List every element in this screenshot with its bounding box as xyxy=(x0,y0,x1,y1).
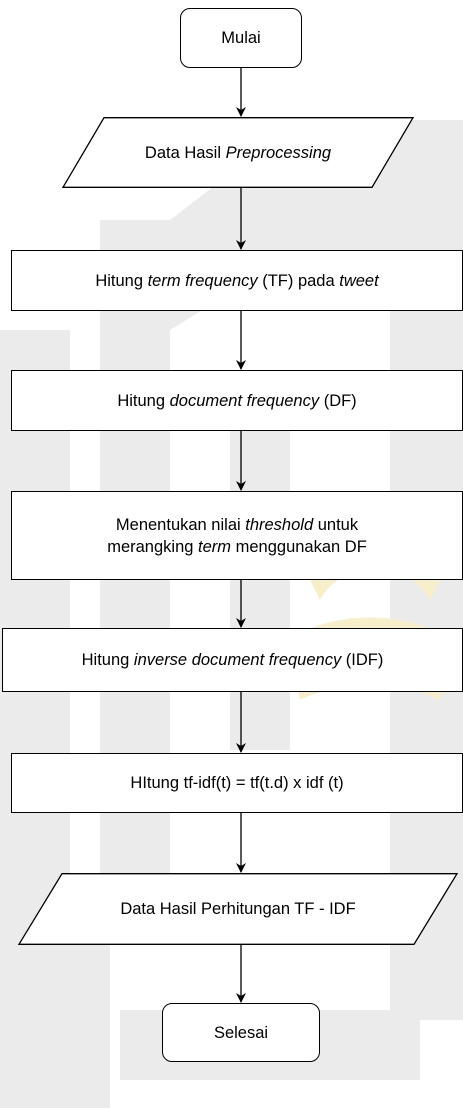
end-label: Selesai xyxy=(213,1023,269,1042)
process-df-label: Hitung document frequency (DF) xyxy=(117,391,357,410)
process-df-node: Hitung document frequency (DF) xyxy=(11,370,463,431)
parallelogram-shape xyxy=(61,117,415,188)
process-tfidf-node: HItung tf-idf(t) = tf(t.d) x idf (t) xyxy=(11,753,463,813)
input-data-label: Data Hasil Preprocessing xyxy=(144,143,332,162)
end-node: Selesai xyxy=(162,1003,320,1062)
output-data-node: Data Hasil Perhitungan TF - IDF xyxy=(17,873,459,945)
input-data-node: Data Hasil Preprocessing xyxy=(61,117,415,188)
watermark-pillar xyxy=(60,940,110,1108)
process-idf-label: Hitung inverse document frequency (IDF) xyxy=(81,651,384,669)
watermark-pillar xyxy=(0,330,70,1108)
watermark-pillar xyxy=(100,220,170,940)
process-tf-node: Hitung term frequency (TF) pada tweet xyxy=(11,250,463,311)
start-node: Mulai xyxy=(180,8,302,68)
process-tf-label: Hitung term frequency (TF) pada tweet xyxy=(95,271,379,290)
parallelogram-shape xyxy=(17,873,459,945)
process-idf-node: Hitung inverse document frequency (IDF) xyxy=(2,628,463,692)
start-label: Mulai xyxy=(221,29,261,47)
process-tfidf-label: HItung tf-idf(t) = tf(t.d) x idf (t) xyxy=(130,774,344,792)
output-data-label: Data Hasil Perhitungan TF - IDF xyxy=(120,900,356,918)
